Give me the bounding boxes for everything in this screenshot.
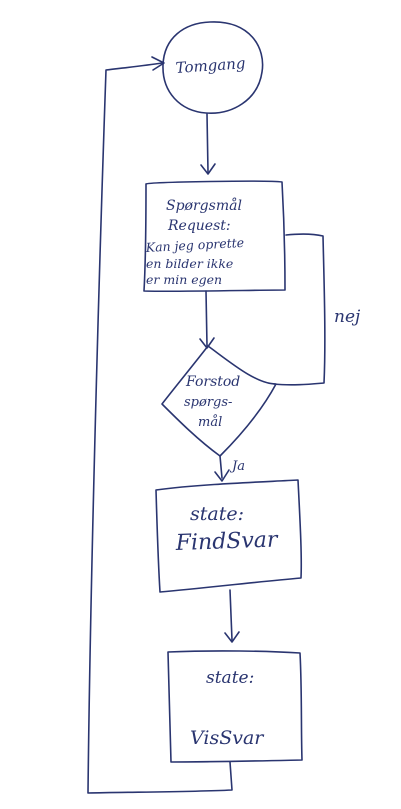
no-label: nej [334, 307, 361, 327]
idle-label: Tomgang [175, 54, 246, 77]
edge-yes: Ja [214, 455, 245, 482]
find-answer-box [155, 479, 303, 593]
show-answer-line-2: VisSvar [190, 727, 265, 749]
edge-idle-to-question [200, 113, 216, 175]
node-decision: Forstod spørgs- mål [161, 345, 277, 457]
question-line-3: Kan jeg oprette [144, 235, 244, 255]
question-line-2: Request: [167, 218, 231, 234]
idle-circle [162, 21, 264, 114]
question-box [143, 180, 286, 293]
decision-line-1: Forstod [185, 374, 240, 390]
show-answer-box [167, 650, 303, 763]
node-question: Spørgsmål Request: Kan jeg oprette en bi… [143, 180, 286, 293]
question-line-4: en bilder ikke [146, 256, 233, 271]
decision-line-2: spørgs- [184, 395, 232, 410]
node-idle: Tomgang [162, 21, 264, 114]
edge-no-loop: nej [273, 233, 361, 386]
node-find-answer: state: FindSvar [155, 479, 303, 593]
yes-label: Ja [229, 459, 245, 474]
edge-question-to-decision [199, 290, 215, 349]
find-answer-line-1: state: [190, 503, 244, 525]
show-answer-line-1: state: [206, 668, 254, 688]
edge-find-to-show [224, 589, 240, 643]
decision-line-3: mål [198, 414, 222, 430]
node-show-answer: state: VisSvar [167, 650, 303, 763]
edge-return-loop [87, 56, 233, 794]
find-answer-line-2: FindSvar [174, 527, 279, 556]
question-line-1: Spørgsmål [166, 197, 242, 214]
question-line-5: er min egen [146, 272, 222, 287]
